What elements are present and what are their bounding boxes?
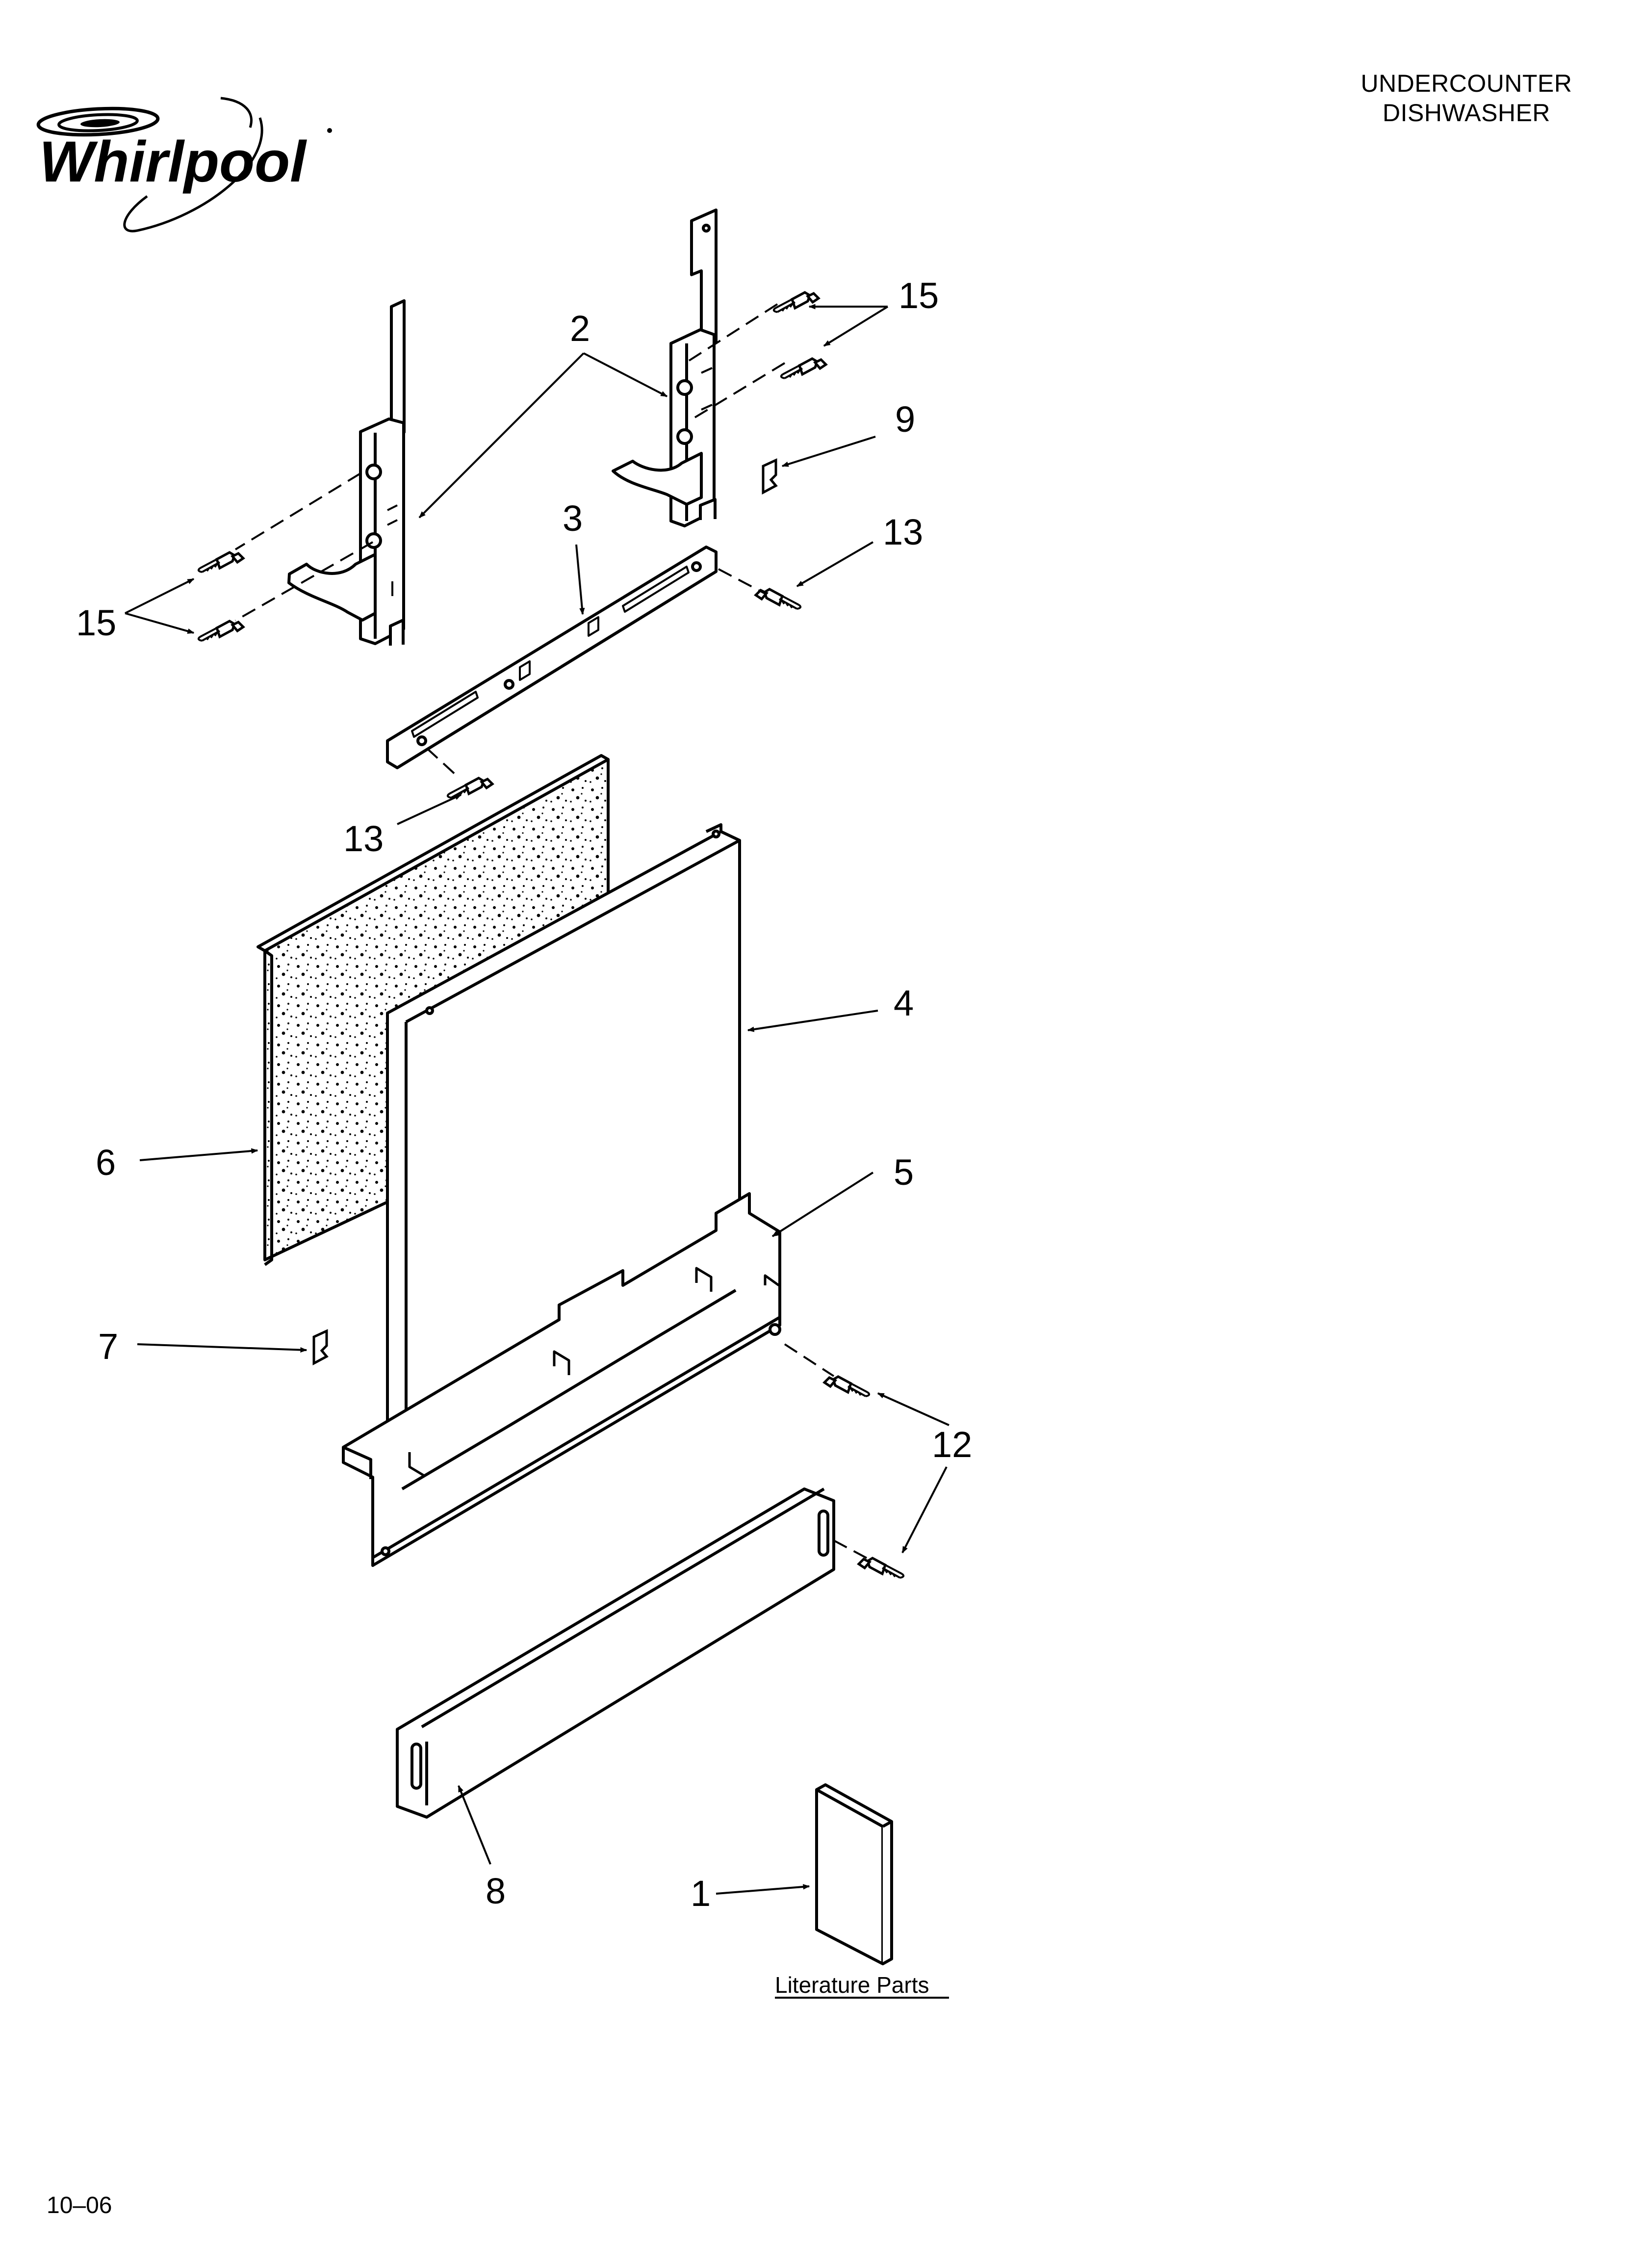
callout-13-right: 13 — [883, 512, 923, 552]
callout-8: 8 — [486, 1871, 506, 1911]
part-1-literature-booklet — [815, 1783, 893, 1965]
revision-date: 10–06 — [47, 2192, 112, 2218]
part-2-right-hinge-bracket — [612, 209, 718, 527]
product-title-line1: UNDERCOUNTER — [1360, 70, 1572, 97]
whirlpool-logo: Whirlpool — [36, 97, 332, 233]
product-title: UNDERCOUNTER DISHWASHER — [1305, 69, 1628, 128]
leader-arrows — [125, 304, 949, 1895]
callout-2: 2 — [570, 308, 590, 349]
part-15-screw-right-lower — [781, 359, 826, 378]
alignment-lines — [234, 303, 871, 1561]
callout-12: 12 — [932, 1424, 972, 1465]
callout-9: 9 — [895, 399, 915, 440]
part-5-lower-panel — [342, 1192, 781, 1567]
product-title-line2: DISHWASHER — [1382, 99, 1551, 127]
callout-15-right: 15 — [898, 275, 939, 316]
part-15-screw-right-upper — [774, 292, 819, 312]
callout-numbers: 2 15 9 3 13 15 13 4 6 5 7 12 8 1 — [76, 275, 972, 1914]
callout-3: 3 — [563, 498, 583, 539]
callout-5: 5 — [894, 1152, 914, 1193]
part-9-clip — [762, 458, 778, 495]
part-12-screw-upper — [824, 1377, 869, 1396]
callout-7: 7 — [98, 1326, 118, 1367]
part-2-left-hinge-bracket — [287, 299, 406, 646]
literature-parts-label: Literature Parts — [775, 1972, 929, 1998]
callout-6: 6 — [96, 1142, 116, 1183]
part-3-support-strip — [386, 546, 718, 769]
callout-1: 1 — [691, 1873, 711, 1914]
part-13-screw-lower — [448, 778, 492, 798]
part-8-kickplate — [396, 1487, 835, 1819]
part-7-clip — [312, 1329, 329, 1366]
part-15-screw-left-lower — [199, 621, 243, 641]
part-12-screw-lower — [859, 1558, 903, 1578]
callout-15-left: 15 — [76, 602, 116, 643]
callout-13-left: 13 — [343, 818, 384, 859]
logo-wordmark: Whirlpool — [39, 130, 307, 194]
part-15-screw-left-upper — [199, 552, 243, 572]
callout-4: 4 — [894, 983, 914, 1023]
